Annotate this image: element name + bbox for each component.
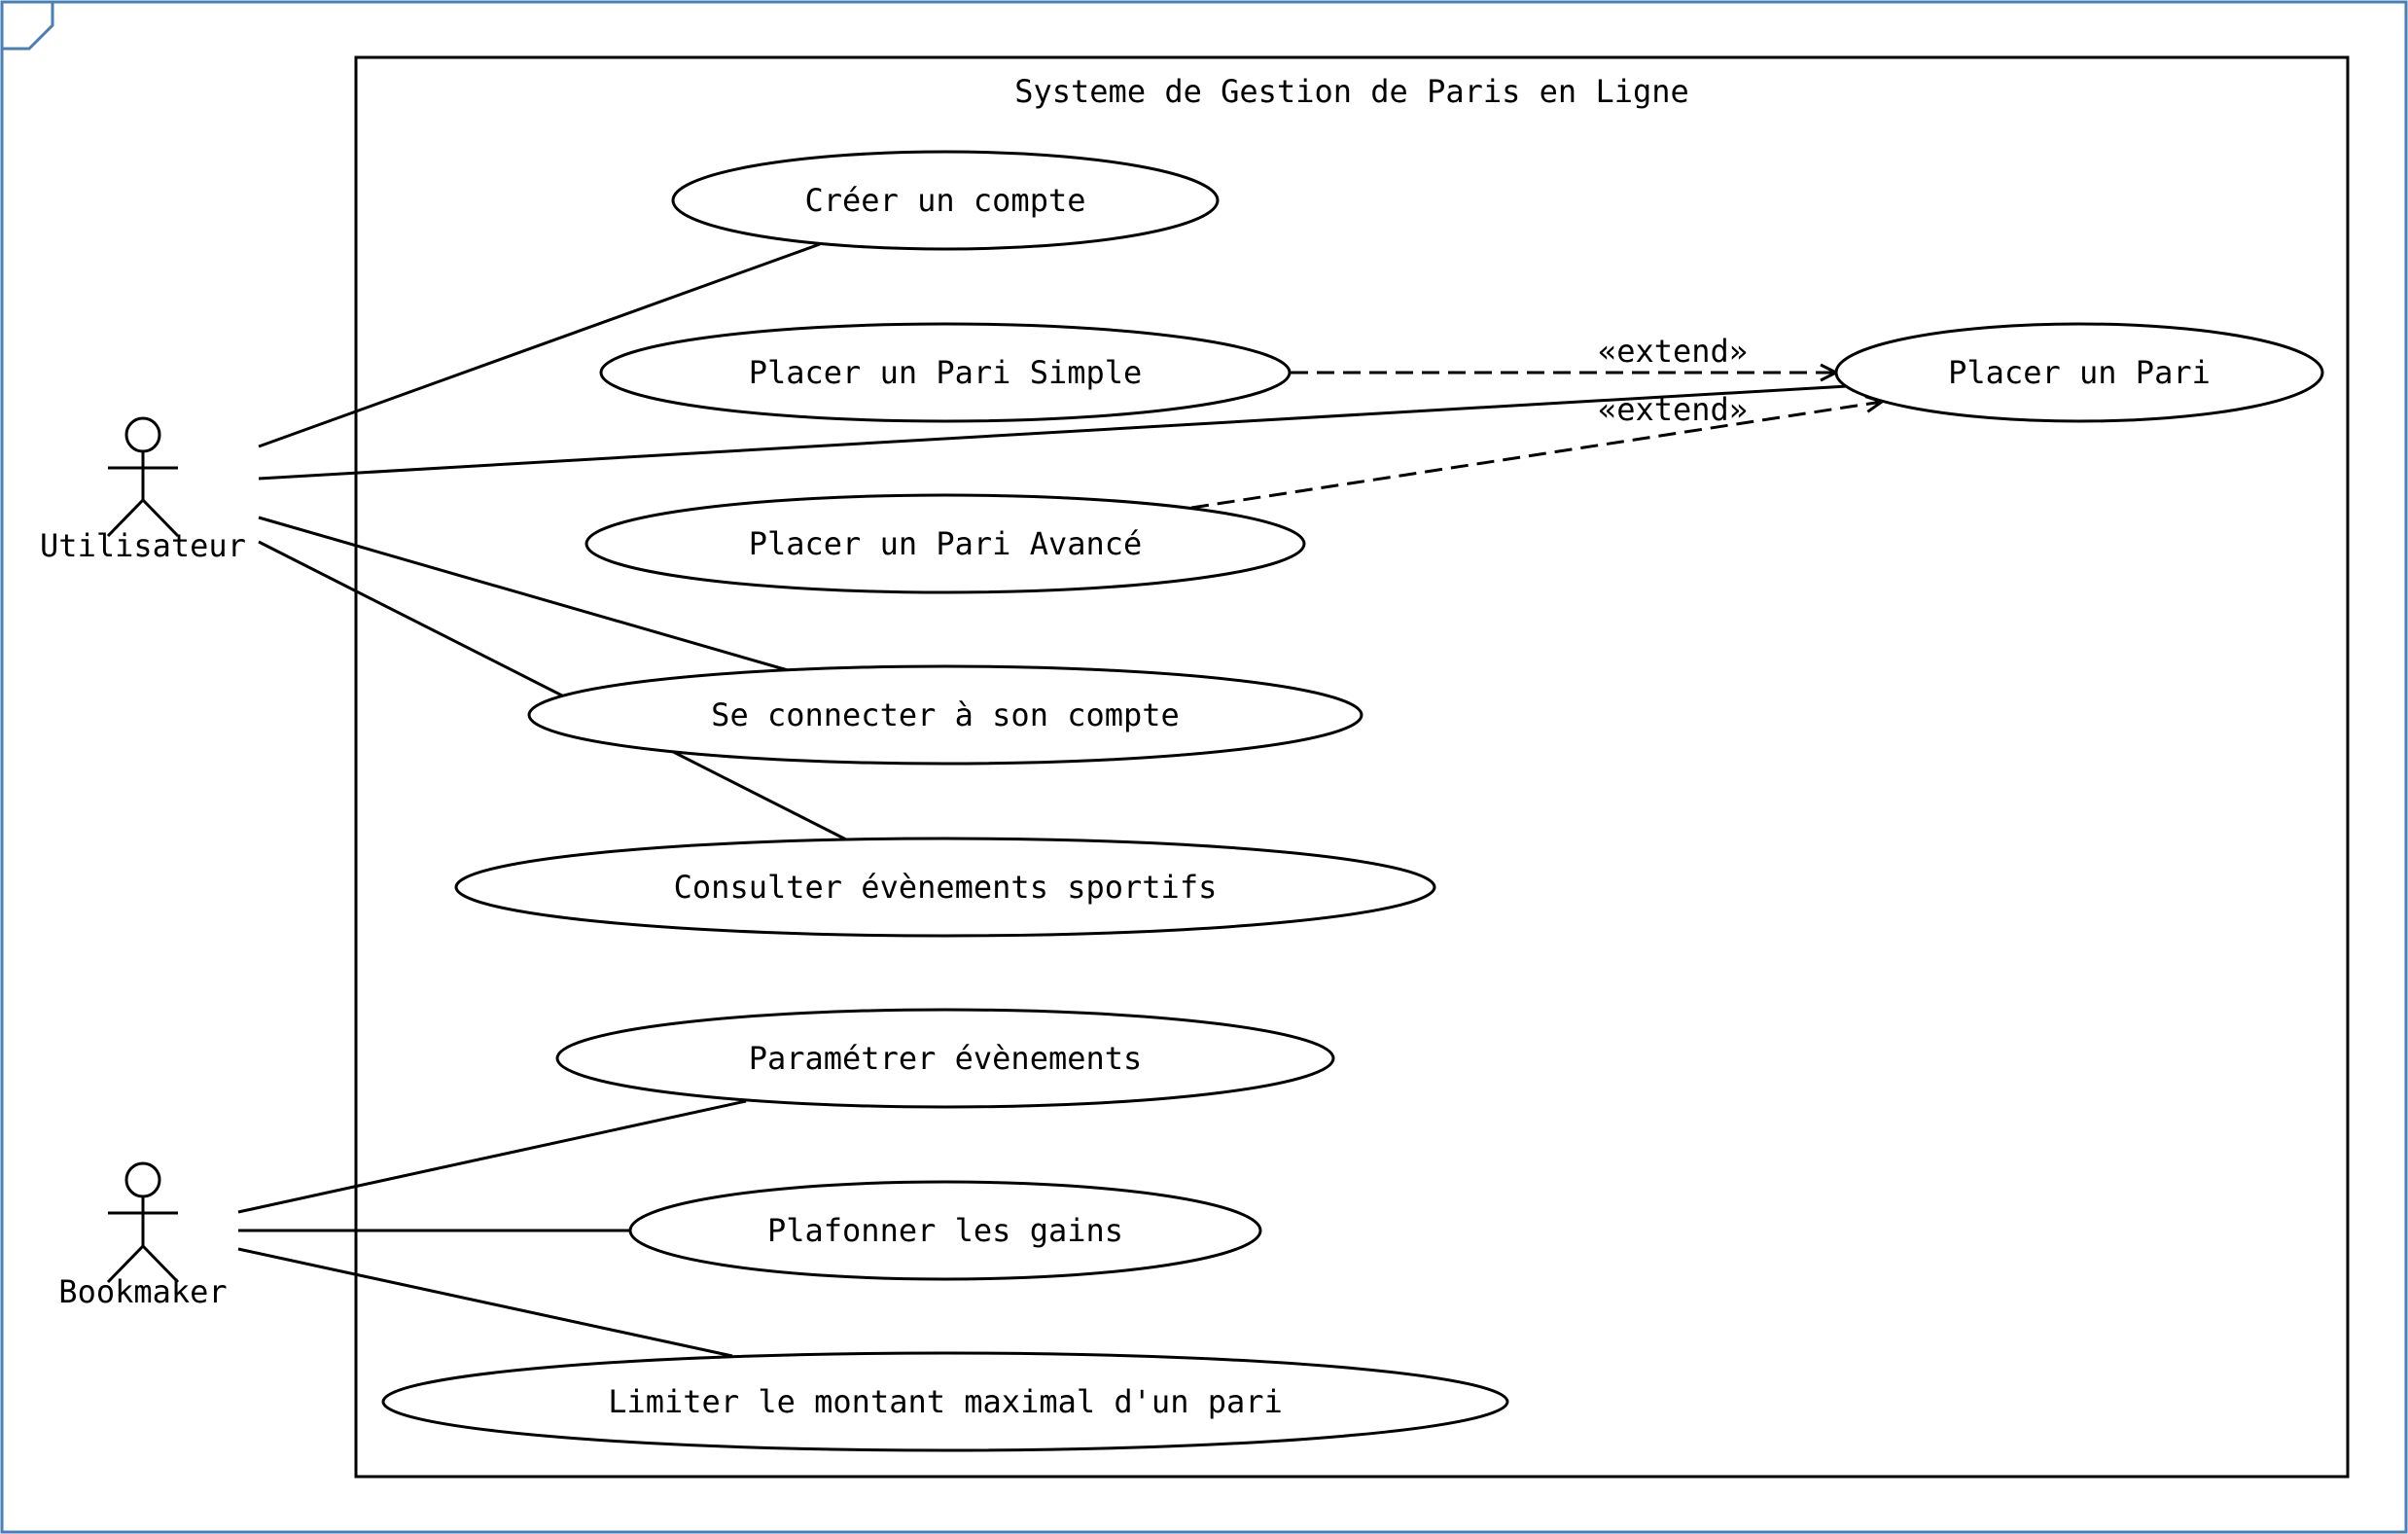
actor-leg-right bbox=[141, 498, 180, 538]
extend-arrow-pari-avance bbox=[1190, 402, 1882, 510]
actor-leg-left bbox=[106, 498, 145, 538]
usecase-parametrer: Paramétrer évènements bbox=[555, 1008, 1335, 1109]
extend-label-2: «extend» bbox=[1598, 391, 1748, 428]
usecase-label: Limiter le montant maximal d'un pari bbox=[608, 1383, 1283, 1420]
extend-label-1: «extend» bbox=[1598, 333, 1748, 370]
usecase-plafonner: Plafonner les gains bbox=[628, 1180, 1262, 1281]
actor-label: Utilisateur bbox=[40, 527, 246, 564]
assoc-bookmaker-limiter bbox=[237, 1247, 733, 1358]
actor-utilisateur: Utilisateur bbox=[40, 416, 246, 564]
usecase-creer-compte: Créer un compte bbox=[671, 150, 1220, 251]
usecase-label: Créer un compte bbox=[805, 182, 1086, 219]
assoc-utilisateur-se-connecter bbox=[258, 516, 789, 672]
usecase-label: Plafonner les gains bbox=[767, 1212, 1123, 1249]
actor-bookmaker: Bookmaker bbox=[58, 1161, 228, 1310]
actor-head bbox=[124, 416, 161, 453]
usecase-placer-pari: Placer un Pari bbox=[1834, 322, 2324, 423]
assoc-utilisateur-consulter bbox=[258, 540, 847, 841]
actor-leg-right bbox=[141, 1244, 180, 1284]
actor-label: Bookmaker bbox=[58, 1273, 227, 1310]
usecase-label: Paramétrer évènements bbox=[749, 1040, 1143, 1077]
actor-leg-left bbox=[106, 1244, 145, 1284]
assoc-bookmaker-parametrer bbox=[237, 1099, 747, 1214]
usecase-label: Placer un Pari Avancé bbox=[749, 525, 1143, 562]
assoc-utilisateur-placer-pari bbox=[258, 384, 1849, 481]
usecase-label: Consulter évènements sportifs bbox=[674, 869, 1218, 906]
usecase-label: Se connecter à son compte bbox=[711, 696, 1180, 733]
usecase-consulter: Consulter évènements sportifs bbox=[454, 837, 1436, 938]
assoc-utilisateur-creer-compte bbox=[258, 242, 821, 448]
usecase-se-connecter: Se connecter à son compte bbox=[527, 664, 1363, 766]
usecase-label: Placer un Pari Simple bbox=[749, 354, 1143, 391]
system-title: Systeme de Gestion de Paris en Ligne bbox=[1014, 73, 1689, 110]
diagram-frame-tab bbox=[2, 2, 54, 51]
usecase-label: Placer un Pari bbox=[1948, 354, 2211, 391]
system-boundary bbox=[354, 55, 2350, 1479]
actor-head bbox=[124, 1161, 161, 1198]
usecase-pari-avance: Placer un Pari Avancé bbox=[584, 493, 1306, 594]
usecase-pari-simple: Placer un Pari Simple bbox=[599, 322, 1292, 423]
usecase-limiter: Limiter le montant maximal d'un pari bbox=[381, 1351, 1509, 1452]
